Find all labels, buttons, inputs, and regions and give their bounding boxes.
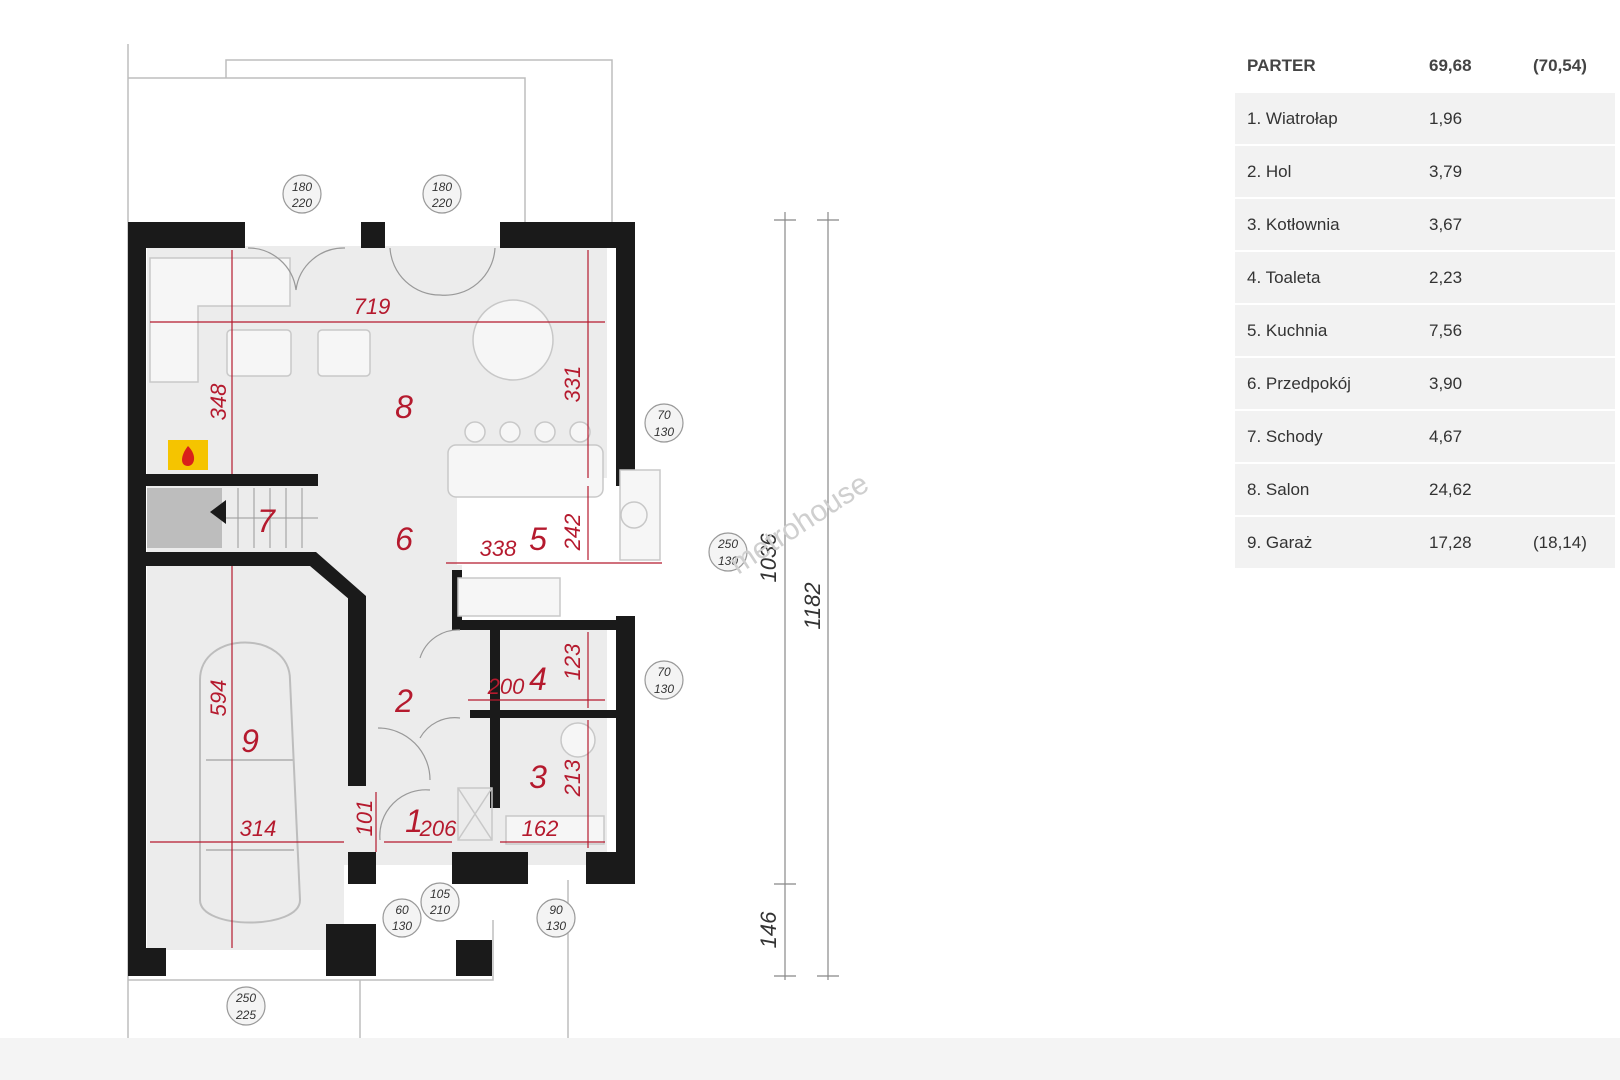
opening-9-bottom: 225: [235, 1008, 256, 1022]
room-area: 7,56: [1417, 303, 1521, 357]
room-area: 2,23: [1417, 250, 1521, 304]
room-number-9: 9: [241, 723, 259, 759]
room-area: 24,62: [1417, 462, 1521, 516]
room-area-alt: [1521, 250, 1615, 304]
room-label: 7. Schody: [1235, 409, 1417, 463]
room-number-5: 5: [529, 521, 547, 557]
table-row: 1. Wiatrołap 1,96: [1235, 91, 1615, 145]
opening-6-bottom: 210: [429, 903, 450, 917]
dim-123: 123: [560, 643, 585, 680]
room-area-alt: [1521, 462, 1615, 516]
room-numbers: 1 2 3 4 5 6 7 8 9: [241, 389, 547, 839]
watermark-text: metrohouse: [724, 467, 875, 581]
room-area: 3,79: [1417, 144, 1521, 198]
opening-4-top: 250: [717, 537, 738, 551]
table-row: 8. Salon 24,62: [1235, 462, 1615, 516]
room-area-alt: [1521, 303, 1615, 357]
room-area: 4,67: [1417, 409, 1521, 463]
room-area-alt: [1521, 409, 1615, 463]
table-row: 3. Kotłownia 3,67: [1235, 197, 1615, 251]
floor-area-alt: (70,54): [1533, 55, 1587, 75]
walls: [128, 222, 635, 976]
opening-markers: [226, 174, 748, 1026]
opening-5-top: 70: [657, 665, 671, 679]
dim-162: 162: [522, 816, 559, 841]
dim-719: 719: [354, 294, 391, 319]
room-area-alt: (18,14): [1521, 515, 1615, 568]
dim-594: 594: [206, 680, 231, 717]
room-area: 3,67: [1417, 197, 1521, 251]
room-number-3: 3: [529, 759, 547, 795]
dim-101: 101: [352, 800, 377, 837]
dim-331: 331: [560, 366, 585, 403]
room-label: 3. Kotłownia: [1235, 197, 1417, 251]
opening-2-top: 180: [432, 180, 452, 194]
dimension-lines: [150, 250, 662, 948]
opening-1-bottom: 220: [291, 196, 312, 210]
dim-146: 146: [756, 911, 781, 948]
floor-area: 69,68: [1429, 55, 1472, 75]
floor-name: PARTER: [1247, 55, 1316, 75]
room-label: 1. Wiatrołap: [1235, 91, 1417, 145]
room-label: 6. Przedpokój: [1235, 356, 1417, 410]
opening-7-bottom: 130: [392, 919, 412, 933]
room-label: 2. Hol: [1235, 144, 1417, 198]
room-label: 5. Kuchnia: [1235, 303, 1417, 357]
doors: [247, 247, 496, 841]
opening-3-bottom: 130: [654, 425, 674, 439]
room-area-alt: [1521, 197, 1615, 251]
room-number-8: 8: [395, 389, 413, 425]
room-area-alt: [1521, 91, 1615, 145]
table-row: 7. Schody 4,67: [1235, 409, 1615, 463]
opening-labels: 180 220 180 220 70 130 250 130 70 130 10…: [235, 180, 738, 1022]
table-row: 9. Garaż 17,28 (18,14): [1235, 515, 1615, 568]
opening-3-top: 70: [657, 408, 671, 422]
opening-6-top: 105: [430, 887, 450, 901]
dim-242: 242: [560, 514, 585, 552]
opening-5-bottom: 130: [654, 682, 674, 696]
room-area: 1,96: [1417, 91, 1521, 145]
dim-1036: 1036: [756, 533, 781, 583]
dim-348: 348: [206, 383, 231, 420]
table-row: 4. Toaleta 2,23: [1235, 250, 1615, 304]
room-area-alt: [1521, 356, 1615, 410]
room-label: 8. Salon: [1235, 462, 1417, 516]
opening-4-bottom: 130: [718, 554, 738, 568]
floor-plan: 180 220 180 220 70 130 250 130 70 130 10…: [127, 44, 875, 1040]
car-icon: [199, 641, 302, 924]
room-label: 4. Toaleta: [1235, 250, 1417, 304]
dim-200: 200: [487, 674, 525, 699]
fireplace-icon: [168, 440, 208, 470]
table-row: 5. Kuchnia 7,56: [1235, 303, 1615, 357]
furniture: [149, 257, 661, 845]
table-row: 2. Hol 3,79: [1235, 144, 1615, 198]
room-number-4: 4: [529, 661, 547, 697]
room-area: 17,28: [1417, 515, 1521, 568]
bottom-bar: [0, 1038, 1620, 1080]
opening-1-top: 180: [292, 180, 312, 194]
opening-2-bottom: 220: [431, 196, 452, 210]
room-number-6: 6: [395, 521, 413, 557]
dim-213: 213: [560, 759, 585, 797]
room-number-7: 7: [257, 503, 276, 539]
opening-8-top: 90: [549, 903, 563, 917]
room-area: 3,90: [1417, 356, 1521, 410]
stairs: [147, 488, 318, 548]
table-row: 6. Przedpokój 3,90: [1235, 356, 1615, 410]
dim-338: 338: [480, 536, 517, 561]
room-area-table: PARTER 69,68 (70,54) 1. Wiatrołap 1,96 2…: [1235, 40, 1615, 568]
room-number-1: 1: [405, 803, 423, 839]
room-area-alt: [1521, 144, 1615, 198]
table-header-row: PARTER 69,68 (70,54): [1235, 40, 1615, 92]
dimension-labels: 719 348 331 338 242 200 123 213 162 206 …: [206, 294, 825, 948]
dim-1182: 1182: [800, 582, 825, 629]
dim-206: 206: [419, 816, 457, 841]
opening-9-top: 250: [235, 991, 256, 1005]
room-label: 9. Garaż: [1235, 515, 1417, 568]
room-number-2: 2: [394, 683, 413, 719]
dim-314: 314: [240, 816, 277, 841]
overall-dimensions: [774, 212, 839, 980]
opening-7-top: 60: [395, 903, 409, 917]
opening-8-bottom: 130: [546, 919, 566, 933]
